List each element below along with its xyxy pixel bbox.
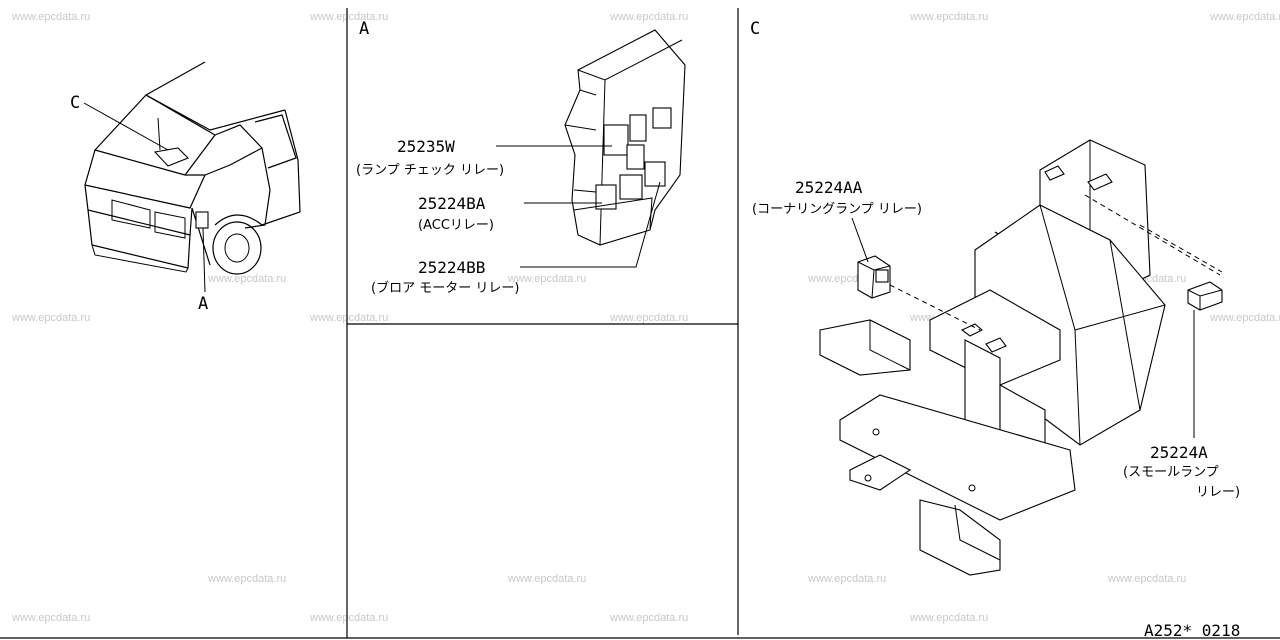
part-desc-25224aa: (コーナリングランプ リレー) xyxy=(752,202,922,217)
part-desc-25235w: (ランプ チェック リレー) xyxy=(356,163,504,178)
watermark: www.epcdata.ru xyxy=(11,612,90,624)
panel-dividers xyxy=(0,8,1280,639)
part-desc-25224bb: (ブロア モーター リレー) xyxy=(371,280,519,296)
section-c-letter: C xyxy=(750,19,760,39)
section-a-leaders xyxy=(496,145,661,268)
section-a-letter: A xyxy=(359,19,369,39)
callout-c-label: C xyxy=(70,93,80,113)
relay-block-a xyxy=(564,29,686,246)
watermark: www.epcdata.ru xyxy=(1107,573,1186,585)
relay-25224bb xyxy=(644,161,666,187)
part-no-25224bb: 25224BB xyxy=(418,258,485,277)
section-c-leaders xyxy=(851,217,1195,438)
watermark: www.epcdata.ru xyxy=(1209,312,1280,324)
part-no-25224ba: 25224BA xyxy=(418,194,486,213)
part-no-25235w: 25235W xyxy=(397,137,455,156)
watermark: www.epcdata.ru xyxy=(309,612,388,624)
watermark: www.epcdata.ru xyxy=(609,612,688,624)
callout-a-label: A xyxy=(198,294,208,314)
watermark: www.epcdata.ru xyxy=(609,11,688,23)
watermark: www.epcdata.ru xyxy=(309,312,388,324)
part-desc-25224a-line1: (スモールランプ xyxy=(1123,465,1219,480)
part-desc-25224ba: (ACCリレー) xyxy=(418,218,494,233)
part-no-25224a: 25224A xyxy=(1150,443,1208,462)
watermark: www.epcdata.ru xyxy=(507,573,586,585)
watermark: www.epcdata.ru xyxy=(909,612,988,624)
watermark: www.epcdata.ru xyxy=(609,312,688,324)
watermark: www.epcdata.ru xyxy=(1209,11,1280,23)
van-illustration xyxy=(84,61,301,275)
install-guides xyxy=(889,194,1223,331)
watermark: www.epcdata.ru xyxy=(909,11,988,23)
watermark: www.epcdata.ru xyxy=(309,11,388,23)
watermark: www.epcdata.ru xyxy=(11,312,90,324)
part-no-25224aa: 25224AA xyxy=(795,178,863,197)
watermark: www.epcdata.ru xyxy=(207,273,286,285)
relay-25235w xyxy=(603,124,629,156)
section-a-labels: 25235W (ランプ チェック リレー) 25224BA (ACCリレー) 2… xyxy=(356,137,519,296)
part-desc-25224a-line2: リレー) xyxy=(1196,485,1240,500)
watermark: www.epcdata.ru xyxy=(207,573,286,585)
drawing-code: A252* 0218 xyxy=(1144,621,1240,640)
relay-25224aa xyxy=(857,255,891,299)
watermark: www.epcdata.ru xyxy=(807,573,886,585)
relay-25224a xyxy=(1187,281,1223,311)
watermark: www.epcdata.ru xyxy=(507,273,586,285)
overview-callouts: C A xyxy=(70,93,208,314)
mount-bracket-c xyxy=(819,139,1166,576)
watermark: www.epcdata.ru xyxy=(11,11,90,23)
section-c-labels: 25224AA (コーナリングランプ リレー) 25224A (スモールランプ … xyxy=(752,178,1240,500)
